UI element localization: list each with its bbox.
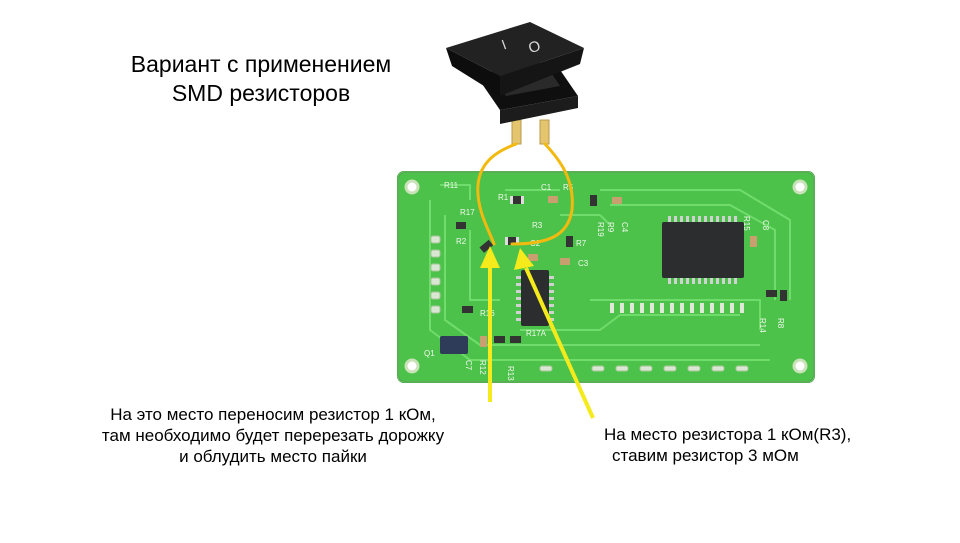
caption-right-line-1: На место резистора 1 кОм(R3), bbox=[604, 425, 852, 444]
label-r12: R12 bbox=[478, 360, 487, 375]
caption-right-line-2: ставим резистор 3 мОм bbox=[612, 446, 799, 465]
arrow-left-head bbox=[480, 246, 500, 268]
caption-left-line-2: там необходимо будет перерезать дорожку bbox=[101, 426, 445, 445]
label-r16: R16 bbox=[480, 309, 495, 318]
rocker-switch: I O bbox=[446, 22, 584, 145]
mounting-holes bbox=[404, 179, 808, 374]
caption-left: На это место переносим резистор 1 кОм, т… bbox=[48, 404, 498, 467]
bottom-pads bbox=[539, 365, 749, 372]
label-q1: Q1 bbox=[424, 349, 435, 358]
label-c3: C3 bbox=[578, 259, 589, 268]
label-r3: R3 bbox=[532, 221, 543, 230]
label-r5: R5 bbox=[563, 183, 574, 192]
label-r2: R2 bbox=[456, 237, 467, 246]
edge-pads bbox=[430, 235, 441, 314]
title-line-1: Вариант с применением bbox=[130, 51, 392, 77]
caption-left-line-3: и облудить место пайки bbox=[179, 447, 367, 466]
header-pins bbox=[610, 303, 744, 313]
label-r9: R9 bbox=[606, 222, 615, 233]
label-c8: C8 bbox=[761, 220, 770, 231]
yellow-wires bbox=[476, 142, 574, 246]
arrow-right-head bbox=[514, 248, 534, 270]
label-r19: R19 bbox=[596, 222, 605, 237]
label-r17a: R17A bbox=[526, 329, 547, 338]
silkscreen-labels: R11 R17 R1 C1 R5 R19 R9 C4 R2 R3 C2 R7 C… bbox=[424, 181, 785, 381]
caption-left-line-1: На это место переносим резистор 1 кОм, bbox=[110, 405, 436, 424]
switch-off-symbol: O bbox=[526, 37, 543, 57]
arrow-right bbox=[524, 267, 595, 419]
image-title: Вариант с применением SMD резисторов bbox=[96, 50, 426, 108]
label-r11: R11 bbox=[444, 181, 459, 190]
label-r15: R15 bbox=[742, 216, 751, 231]
label-r8: R8 bbox=[776, 318, 785, 329]
smd-components bbox=[456, 195, 787, 347]
switch-on-symbol: I bbox=[499, 36, 508, 52]
label-r1: R1 bbox=[498, 193, 509, 202]
pcb-board: R11 R17 R1 C1 R5 R19 R9 C4 R2 R3 C2 R7 C… bbox=[397, 171, 815, 383]
label-r14: R14 bbox=[758, 318, 767, 333]
label-c7: C7 bbox=[464, 360, 473, 371]
label-c1: C1 bbox=[541, 183, 552, 192]
pointer-arrows bbox=[480, 246, 595, 419]
label-r13: R13 bbox=[506, 366, 515, 381]
transistor bbox=[440, 336, 468, 354]
caption-right: На место резистора 1 кОм(R3), ставим рез… bbox=[604, 424, 934, 466]
ic-chip-small bbox=[516, 270, 554, 326]
label-c4: C4 bbox=[620, 222, 629, 233]
label-r17: R17 bbox=[460, 208, 475, 217]
label-r7: R7 bbox=[576, 239, 587, 248]
title-line-2: SMD резисторов bbox=[171, 80, 351, 106]
ic-chip-large bbox=[662, 216, 744, 284]
